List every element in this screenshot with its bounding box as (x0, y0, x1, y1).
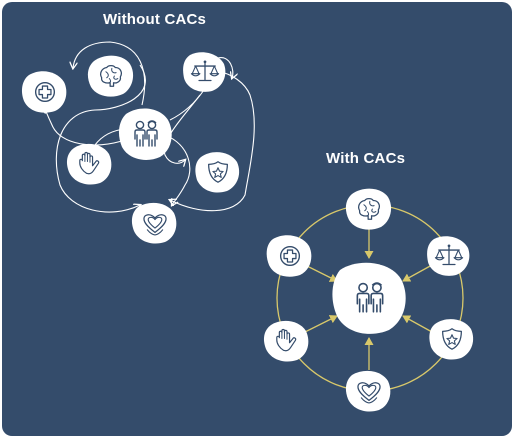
justice-node (183, 52, 226, 92)
law-enforcement-node (195, 152, 240, 193)
advocacy-node (263, 320, 309, 362)
victim-advocacy-node (345, 370, 391, 412)
with-cacs-nodes (263, 188, 474, 412)
with-cacs-arrows (304, 226, 433, 370)
title-without-cacs: Without CACs (103, 11, 207, 28)
medical-node (21, 71, 67, 113)
law-enforcement-node (429, 319, 474, 360)
child-family-node (118, 108, 172, 160)
medical-node (266, 235, 312, 277)
mental-health-node (345, 188, 392, 230)
tangled-arrow (163, 94, 201, 163)
spoke-arrow (304, 264, 338, 282)
mental-health-node (87, 55, 134, 97)
spoke-arrow (402, 264, 433, 282)
child-family-node (332, 262, 406, 334)
tangled-arrow (55, 64, 146, 213)
justice-node (427, 236, 470, 276)
without-cacs-nodes (21, 52, 240, 244)
advocacy-node (66, 143, 112, 185)
tangled-arrow (45, 108, 126, 146)
title-with-cacs: With CACs (326, 150, 406, 167)
spoke-arrow (402, 315, 433, 333)
spoke-arrow (304, 315, 338, 333)
tangled-arrow (73, 41, 146, 106)
victim-advocacy-node (131, 202, 177, 244)
